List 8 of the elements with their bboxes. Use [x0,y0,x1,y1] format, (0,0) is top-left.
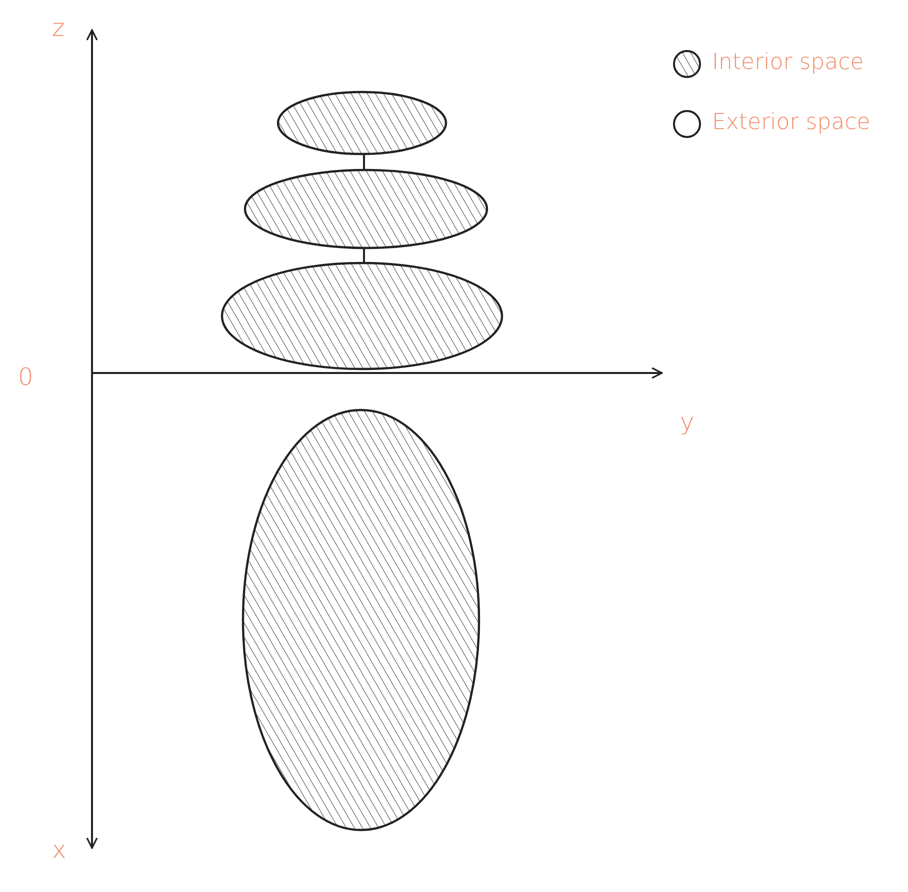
origin-label: 0 [18,365,34,389]
legend-text: Exterior space [712,112,870,134]
axis-label: y [680,410,694,434]
connector-line [363,154,365,170]
connector-line [363,248,365,263]
axis-label: z [52,16,65,40]
legend-text: Interior space [712,52,864,74]
axis-label: x [52,838,66,862]
